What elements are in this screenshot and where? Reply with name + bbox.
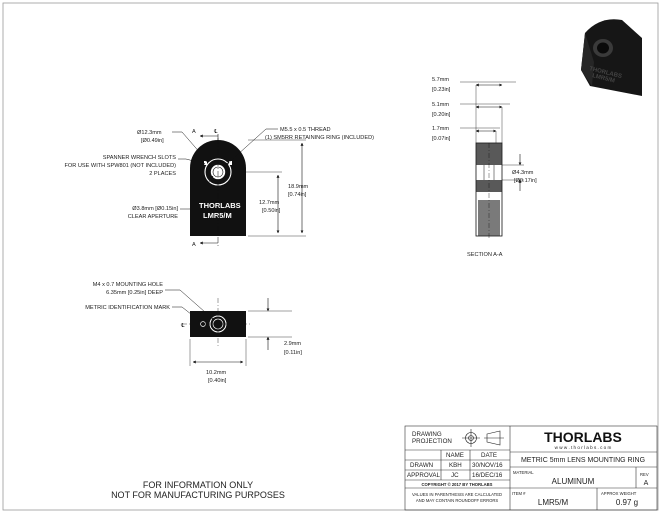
projection-label-1: DRAWING xyxy=(412,431,442,438)
dim-bore-in: [Ø0.17in] xyxy=(514,178,537,184)
dim-aperture: Ø3.8mm [Ø0.15in] xyxy=(132,206,178,212)
bottom-view: ℄ xyxy=(165,289,292,366)
col-name: NAME xyxy=(446,452,464,459)
material-label: MATERIAL xyxy=(513,470,534,475)
dim-bore: Ø4.3mm xyxy=(512,170,534,176)
thorlabs-logo: THORLABS xyxy=(544,429,622,445)
dim-height-center-in: [0.50in] xyxy=(262,208,281,214)
engraving-brand: THORLABS xyxy=(199,201,241,210)
approval-label: APPROVAL xyxy=(407,472,440,479)
bottom-body xyxy=(190,311,246,337)
dim-offset: 2.9mm xyxy=(284,341,301,347)
drawn-date: 30/NOV/16 xyxy=(472,462,503,469)
rev-value: A xyxy=(644,480,649,487)
dim-section-3: 1.7mm xyxy=(432,126,449,132)
col-date: DATE xyxy=(481,452,497,459)
copyright: COPYRIGHT © 2017 BY THORLABS xyxy=(422,482,493,487)
drawn-label: DRAWN xyxy=(410,462,433,469)
section-label: SECTION A-A xyxy=(467,252,503,258)
iso-engraving-2: LMR5/M xyxy=(592,73,616,84)
note-mount-depth: 6.35mm [0.25in] DEEP xyxy=(106,290,163,296)
drawn-name: KBH xyxy=(449,462,462,469)
dim-section-1-in: [0.23in] xyxy=(432,87,451,93)
disclaimer-line-1: FOR INFORMATION ONLY xyxy=(143,480,253,490)
item-value: LMR5/M xyxy=(538,498,569,507)
dim-offset-in: [0.11in] xyxy=(284,350,302,356)
note-spanner-3: 2 PLACES xyxy=(149,171,176,177)
section-mark-bottom: A xyxy=(192,242,196,248)
values-note-2: AND MAY CONTAIN ROUNDOFF ERRORS xyxy=(416,498,499,503)
approval-name: JC xyxy=(451,472,459,479)
projection-symbol xyxy=(462,429,504,447)
dim-height-total-in: [0.74in] xyxy=(288,192,307,198)
dim-section-3-in: [0.07in] xyxy=(432,136,451,142)
website: w w w . t h o r l a b s . c o m xyxy=(555,445,612,450)
note-mount-hole: M4 x 0.7 MOUNTING HOLE xyxy=(93,282,164,288)
note-thread: M5.5 x 0.5 THREAD xyxy=(280,127,331,133)
dim-section-1: 5.7mm xyxy=(432,77,449,83)
rev-label: REV xyxy=(640,472,649,477)
note-retaining-ring: (1) SM5RR RETAINING RING (INCLUDED) xyxy=(265,135,374,141)
section-mark-top: A xyxy=(192,129,196,135)
dim-width: 10.2mm xyxy=(206,370,227,376)
dim-height-center: 12.7mm xyxy=(259,200,280,206)
approval-date: 16/DEC/16 xyxy=(472,472,503,479)
note-spanner-1: SPANNER WRENCH SLOTS xyxy=(103,155,177,161)
item-label: ITEM # xyxy=(512,491,526,496)
weight-value: 0.97 g xyxy=(616,498,638,507)
cl-mark-bottom: ℄ xyxy=(180,323,185,329)
dim-section-2-in: [0.20in] xyxy=(432,112,451,118)
note-aperture: CLEAR APERTURE xyxy=(128,214,179,220)
note-spanner-2: FOR USE WITH SPW801 (NOT INCLUDED) xyxy=(65,163,177,169)
iso-view: THORLABS LMR5/M xyxy=(581,19,642,96)
note-id-mark: METRIC IDENTIFICATION MARK xyxy=(85,305,170,311)
cl-mark-front: ℄ xyxy=(213,129,218,135)
section-view xyxy=(460,81,524,240)
projection-label-2: PROJECTION xyxy=(412,438,452,445)
title-block xyxy=(404,425,658,511)
dim-width-in: [0.40in] xyxy=(208,378,227,384)
part-title: METRIC 5mm LENS MOUNTING RING xyxy=(521,457,645,464)
engraving-model: LMR5/M xyxy=(203,211,232,220)
material-value: ALUMINUM xyxy=(552,477,595,486)
dim-height-total: 18.9mm xyxy=(288,184,309,190)
dim-section-2: 5.1mm xyxy=(432,102,449,108)
disclaimer-line-2: NOT FOR MANUFACTURING PURPOSES xyxy=(111,490,285,500)
front-view: THORLABS LMR5/M ℄ A A xyxy=(172,128,306,248)
dim-outer-diameter-in: [Ø0.49in] xyxy=(141,138,164,144)
values-note-1: VALUES IN PARENTHESIS ARE CALCULATED xyxy=(412,492,502,497)
dim-outer-diameter: Ø12.3mm xyxy=(137,130,162,136)
weight-label: APPROX WEIGHT xyxy=(601,491,637,496)
